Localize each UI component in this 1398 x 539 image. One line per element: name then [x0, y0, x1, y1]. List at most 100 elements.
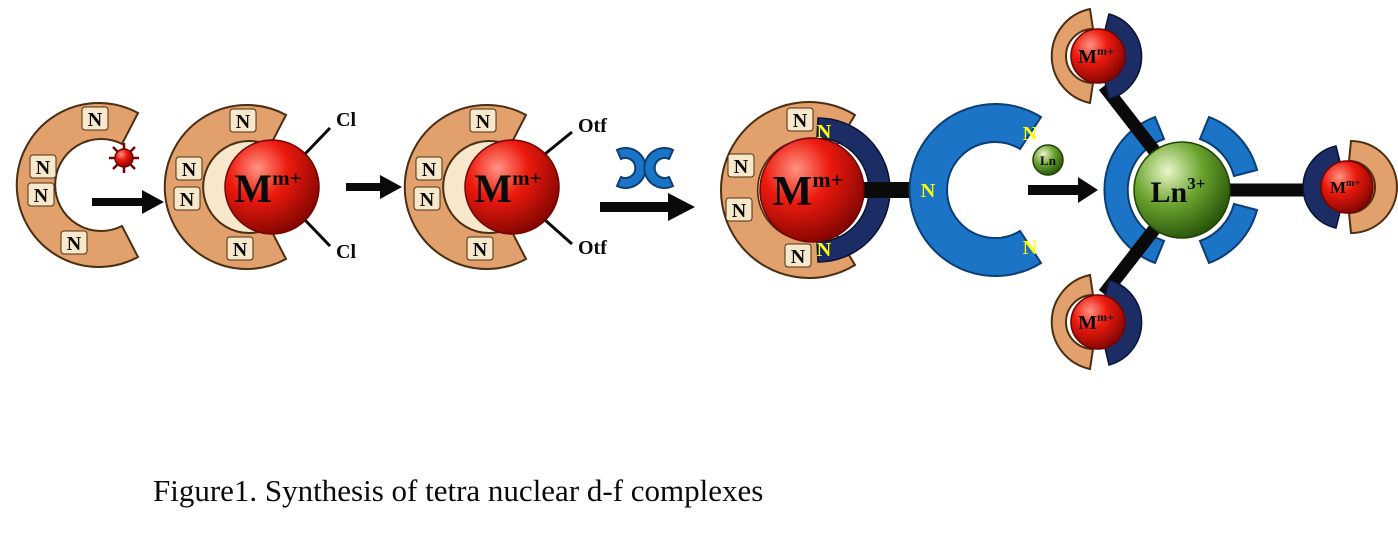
figure-caption: Figure1. Synthesis of tetra nuclear d-f … — [153, 473, 764, 508]
n-site-notch — [786, 107, 814, 132]
metal-ion-label: Mm+ — [1078, 310, 1114, 334]
n-site-notch — [229, 108, 257, 133]
n-site-notch — [29, 154, 57, 179]
n-donor-site: N — [413, 186, 441, 211]
reaction-arrow-1 — [92, 143, 164, 214]
metal-ion-label: Mm+ — [234, 166, 301, 211]
nitrogen-label: N — [236, 111, 251, 133]
n-donor-site: N — [175, 156, 203, 181]
metal-triflate-bond — [544, 130, 573, 156]
blue-crescent-bound — [816, 117, 891, 263]
ligand-crescent — [403, 104, 528, 270]
nitrogen-label: N — [233, 239, 248, 261]
nitrogen-label: N — [182, 159, 197, 181]
nitrogen-label: N — [921, 180, 936, 202]
n-donor-site: N — [466, 236, 494, 261]
reaction-arrow-2 — [346, 175, 402, 199]
ligand-crescent — [1050, 7, 1095, 105]
metal-chloride-bond — [303, 218, 332, 248]
n-donor-site: N — [229, 108, 257, 133]
metal-ion-label: Mm+ — [773, 167, 844, 215]
ligand-crescent — [1050, 273, 1095, 371]
nitrogen-label: N — [88, 109, 103, 131]
reaction-arrow-4: Ln — [1028, 144, 1098, 203]
metal-triflate-bond — [544, 218, 573, 246]
ligand-crescent — [15, 102, 140, 268]
n-site-notch — [175, 156, 203, 181]
n-donor-site: N — [173, 186, 201, 211]
n-site-notch — [81, 106, 109, 131]
metal-ion-sphere — [464, 139, 560, 235]
n-donor-site: N — [27, 182, 55, 207]
chloride-label: Cl — [336, 109, 356, 131]
lanthanide-ion-icon: Ln — [1032, 144, 1064, 176]
crescent-adduct-complex: N N N N Mm+ N N N N N — [719, 101, 1043, 279]
n-site-notch — [784, 243, 812, 268]
nitrogen-label: N — [734, 156, 749, 178]
metal-chloride-bond — [303, 126, 332, 156]
central-blue-arc-lower-right — [1198, 202, 1259, 265]
lanthanide-small-label: Ln — [1040, 153, 1057, 168]
metal-ion-sphere — [759, 137, 865, 243]
n-donor-site: N — [81, 106, 109, 131]
reaction-arrow-3 — [600, 147, 695, 221]
metal-triflate-complex: N N N N Mm+ Otf Otf — [403, 104, 607, 270]
nitrogen-label: N — [180, 189, 195, 211]
nitrogen-label: N — [732, 200, 747, 222]
n-site-notch — [727, 153, 755, 178]
free-ligand-crescent: N N N N — [15, 102, 140, 268]
triflate-label: Otf — [578, 115, 607, 137]
nitrogen-label: N — [817, 239, 832, 261]
n-site-notch — [60, 230, 88, 255]
arrow-right-icon — [92, 190, 164, 214]
central-blue-arc-upper-right — [1198, 115, 1259, 178]
metal-ion-label: Mm+ — [474, 166, 541, 211]
nitrogen-label: N — [476, 111, 491, 133]
bis-crescent-ligand-icon — [615, 147, 675, 189]
metal-ion-sphere — [1320, 160, 1374, 214]
central-blue-crescent-left — [1103, 115, 1166, 265]
n-site-notch — [469, 108, 497, 133]
n-donor-site: N — [415, 156, 443, 181]
n-site-notch — [466, 236, 494, 261]
n-site-notch — [415, 156, 443, 181]
nitrogen-label: N — [791, 246, 806, 268]
chloride-label: Cl — [336, 241, 356, 263]
metal-chloride-complex: N N N N Mm+ Cl Cl — [163, 104, 356, 270]
triflate-label: Otf — [578, 237, 607, 259]
n-donor-site: N — [60, 230, 88, 255]
metal-ion-sphere — [1070, 294, 1126, 350]
n-donor-site: N — [725, 197, 753, 222]
metal-ion-label: Mm+ — [1078, 44, 1114, 68]
metal-ion-sphere — [224, 139, 320, 235]
nitrogen-label: N — [793, 110, 808, 132]
tetranuclear-complex: Ln3+ Mm+ Mm+ Mm+ — [1050, 7, 1398, 371]
nitrogen-label: N — [36, 157, 51, 179]
n-site-notch — [226, 236, 254, 261]
lanthanide-ion-sphere — [1133, 141, 1231, 239]
lanthanide-ion-label: Ln3+ — [1151, 174, 1206, 209]
metal-salt-icon — [109, 143, 139, 173]
blue-crescent-free — [908, 103, 1043, 277]
n-donor-site: N — [784, 243, 812, 268]
n-site-notch — [27, 182, 55, 207]
arrow-right-icon — [600, 193, 695, 221]
n-site-notch — [173, 186, 201, 211]
n-donor-site: N — [29, 154, 57, 179]
n-donor-site: N — [226, 236, 254, 261]
n-site-notch — [725, 197, 753, 222]
n-donor-site: N — [727, 153, 755, 178]
nitrogen-label: N — [1023, 237, 1038, 259]
metal-ion-label: Mm+ — [1330, 178, 1360, 197]
nitrogen-label: N — [420, 189, 435, 211]
metal-ion-sphere — [1070, 28, 1126, 84]
nitrogen-label: N — [34, 185, 49, 207]
ligand-crescent — [1347, 139, 1398, 235]
nitrogen-label: N — [67, 233, 82, 255]
n-site-notch — [413, 186, 441, 211]
nitrogen-label: N — [473, 239, 488, 261]
nitrogen-label: N — [1023, 123, 1038, 145]
n-donor-site: N — [786, 107, 814, 132]
